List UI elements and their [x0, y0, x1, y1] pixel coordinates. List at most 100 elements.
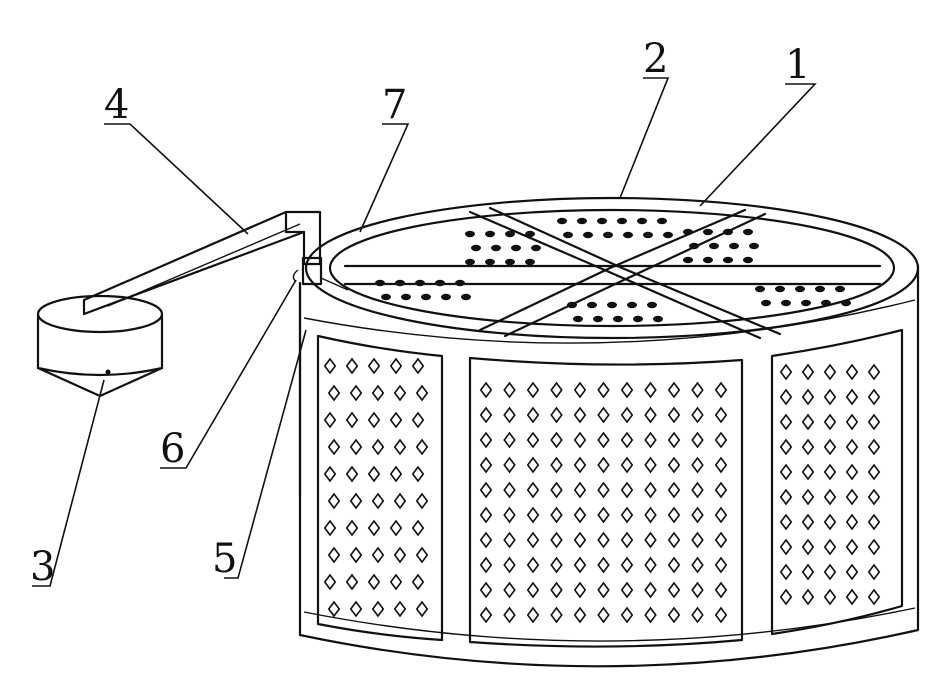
perforation-hole	[598, 608, 609, 622]
top-perforation	[683, 257, 693, 263]
perforation-hole	[847, 490, 858, 504]
perforation-hole	[692, 433, 703, 447]
perforation-hole	[781, 365, 792, 379]
perforation-hole	[781, 590, 792, 604]
top-perforation	[637, 218, 647, 224]
perforation-hole	[551, 508, 562, 522]
perforation-hole	[373, 494, 384, 508]
top-perforation	[597, 218, 607, 224]
perforation-hole	[504, 583, 515, 597]
top-perforation	[815, 286, 825, 292]
perforation-hole	[504, 408, 515, 422]
perforation-hole	[825, 490, 836, 504]
perforation-hole	[347, 359, 358, 373]
perforation-hole	[622, 408, 633, 422]
perforation-hole	[825, 565, 836, 579]
perforation-hole	[716, 458, 727, 472]
perforation-hole	[803, 590, 814, 604]
top-perforation	[607, 302, 617, 308]
perforation-hole	[528, 483, 539, 497]
top-perforation	[627, 302, 637, 308]
top-perforation	[395, 280, 405, 286]
perforation-hole	[325, 413, 336, 427]
perforation-hole	[551, 408, 562, 422]
perforation-hole	[351, 494, 362, 508]
perforation-hole	[645, 458, 656, 472]
perforation-hole	[528, 383, 539, 397]
top-perforation	[401, 294, 411, 300]
perforation-hole	[395, 494, 406, 508]
perforation-hole	[716, 583, 727, 597]
label-6: 6	[160, 426, 185, 472]
top-perforation	[465, 259, 475, 265]
perforation-hole	[847, 465, 858, 479]
perforation-hole	[347, 467, 358, 481]
perforation-hole	[803, 365, 814, 379]
perforation-hole	[781, 515, 792, 529]
perforation-hole	[417, 440, 428, 454]
perforation-hole	[645, 483, 656, 497]
top-perforation	[657, 218, 667, 224]
perforation-hole	[825, 440, 836, 454]
perforation-hole	[847, 515, 858, 529]
top-perforation	[755, 286, 765, 292]
hopper	[38, 296, 162, 396]
perforation-hole	[692, 408, 703, 422]
perforation-hole	[716, 383, 727, 397]
perforation-hole	[413, 575, 424, 589]
perforation-hole	[325, 521, 336, 535]
perforation-hole	[622, 383, 633, 397]
perforation-hole	[645, 558, 656, 572]
perforation-hole	[391, 413, 402, 427]
side-panel-left	[318, 336, 442, 640]
top-perforation	[723, 257, 733, 263]
perforation-hole	[329, 386, 340, 400]
valve-fitting	[293, 258, 348, 496]
perforation-hole	[373, 386, 384, 400]
perforation-hole	[622, 608, 633, 622]
top-perforation	[761, 300, 771, 306]
perforation-hole	[669, 408, 680, 422]
top-perforation	[505, 259, 515, 265]
perforation-hole	[481, 458, 492, 472]
perforation-hole	[692, 508, 703, 522]
perforation-hole	[622, 483, 633, 497]
perforation-hole	[825, 515, 836, 529]
perforation-hole	[413, 359, 424, 373]
perforation-hole	[329, 440, 340, 454]
perforation-hole	[528, 558, 539, 572]
perforation-hole	[417, 494, 428, 508]
perforation-hole	[575, 483, 586, 497]
perforation-hole	[481, 558, 492, 572]
perforation-hole	[528, 508, 539, 522]
perforation-hole	[669, 508, 680, 522]
top-panel-perforations	[375, 218, 851, 322]
perforation-hole	[847, 365, 858, 379]
perforation-hole	[329, 494, 340, 508]
top-perforation	[511, 245, 521, 251]
perforation-hole	[692, 458, 703, 472]
top-perforation	[525, 259, 535, 265]
perforation-hole	[369, 467, 380, 481]
top-perforation	[623, 232, 633, 238]
perforation-hole	[504, 608, 515, 622]
top-perforation	[835, 286, 845, 292]
perforation-hole	[373, 440, 384, 454]
perforation-hole	[869, 490, 880, 504]
perforation-hole	[869, 415, 880, 429]
perforation-hole	[847, 565, 858, 579]
perforation-hole	[329, 602, 340, 616]
top-perforation	[743, 257, 753, 263]
perforation-hole	[481, 433, 492, 447]
perforation-hole	[803, 465, 814, 479]
perforation-hole	[825, 390, 836, 404]
top-perforation	[435, 280, 445, 286]
perforation-hole	[395, 440, 406, 454]
perforation-hole	[551, 608, 562, 622]
perforation-hole	[551, 583, 562, 597]
perforation-hole	[847, 540, 858, 554]
perforation-hole	[481, 608, 492, 622]
perforation-hole	[347, 575, 358, 589]
perforation-hole	[781, 390, 792, 404]
top-perforation	[723, 229, 733, 235]
